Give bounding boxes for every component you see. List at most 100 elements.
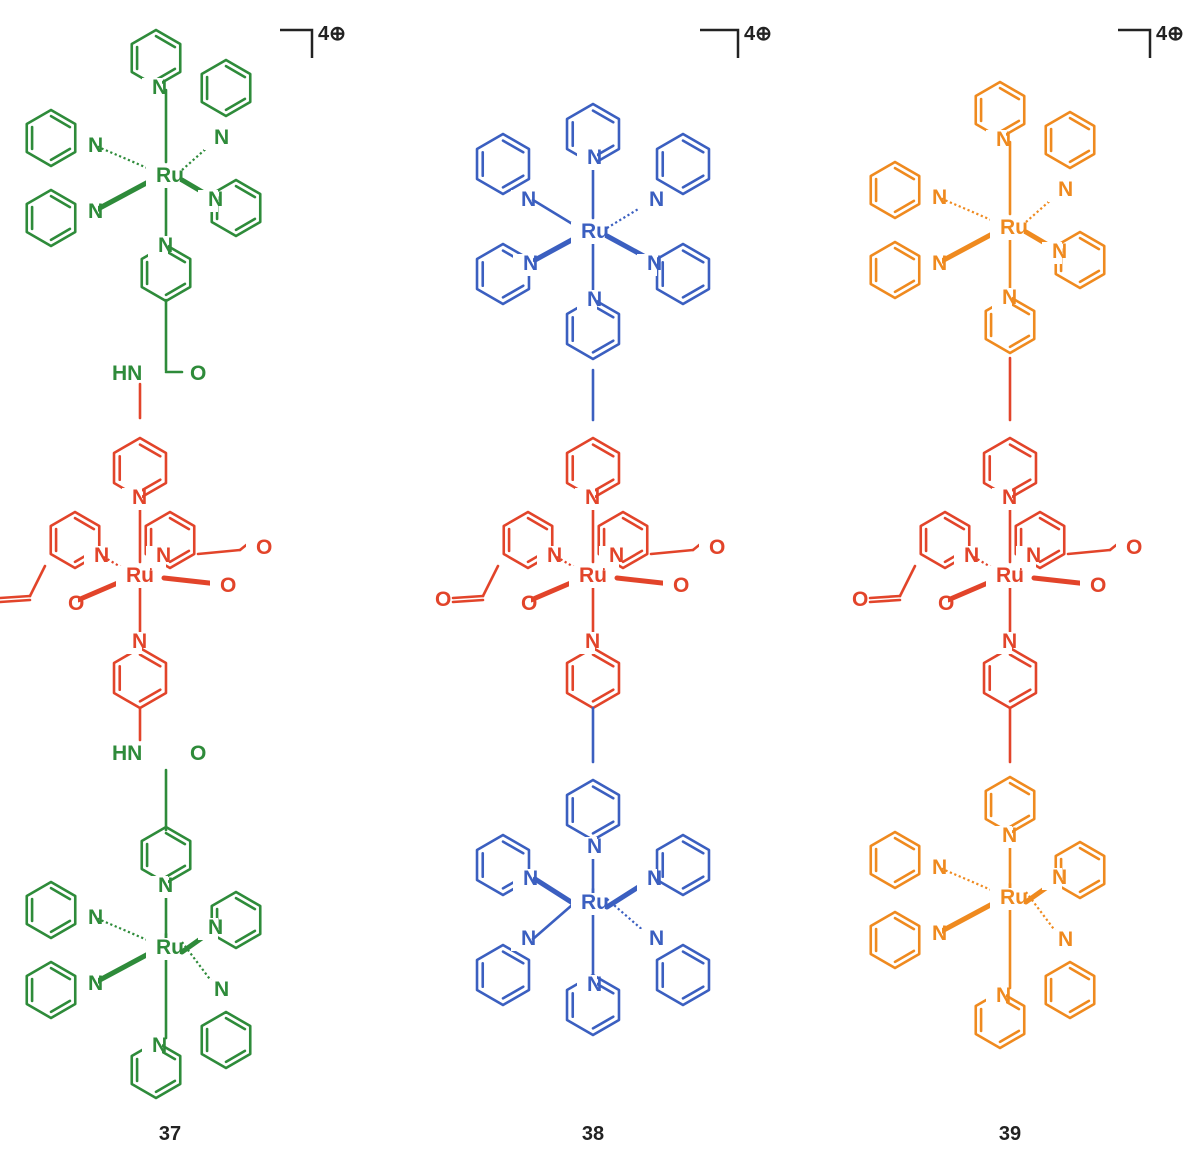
c37-core-o-label-bg	[210, 576, 230, 598]
c37-top-bpy-ring-b-double-bond	[224, 64, 247, 79]
c39-core-py-ring-top-double-bond	[1008, 443, 1032, 458]
c38-core-ru-label-bg	[569, 566, 603, 588]
c39-bottom-n-label: N	[1058, 928, 1073, 951]
c37-top-n-label: N	[214, 126, 229, 149]
c39-core-o-label: O	[852, 588, 868, 611]
c38-bottom-n-label-bg	[637, 869, 657, 891]
c38-bottom-n-label-bg	[639, 929, 659, 951]
c37-top-bpy-ring-c-double-bond	[49, 147, 72, 162]
c38-core-n-label: N	[609, 544, 624, 567]
c37-core-o-label: O	[256, 536, 272, 559]
c37-core-carbonyl-bond-2	[0, 598, 32, 604]
c37-top-n-label-bg	[148, 236, 168, 258]
c37-core-n-label-bg	[122, 632, 142, 654]
c38-top-n-label: N	[587, 288, 602, 311]
c37-core-o-label-bg	[246, 538, 266, 560]
c39-bottom-n-label-bg	[986, 986, 1006, 1008]
c39-top-bpy-ring-b	[1044, 110, 1096, 170]
c38-top-ru-label: Ru	[581, 220, 609, 243]
c39-bottom-bpy-ring-d	[869, 910, 921, 970]
c39-top-bpy-ring-b-double-bond	[1068, 149, 1091, 164]
c39-top-n-label-bg	[986, 130, 1006, 152]
c39-top-bpy-ring-f-double-bond	[1008, 301, 1031, 316]
c37-core-n-label-bg	[146, 546, 166, 568]
c39-bottom-bpy-ring-e-double-bond	[1078, 879, 1101, 894]
c38-core-py-ring-bottom-double-bond	[591, 688, 615, 703]
c37-bottom-bpy-ring-d-double-bond	[49, 966, 72, 981]
charge-bracket-39: 4⊕	[1118, 23, 1184, 58]
c39-core-pdc-ring-right	[1014, 510, 1066, 570]
c39-core-wedge-bond	[945, 579, 993, 603]
c39-top-bpy-ring-c-double-bond	[893, 199, 916, 214]
c37-bottom-bpy-ring-b-double-bond	[224, 1049, 247, 1064]
c38-top-tpy-ring-center-bottom-double-bond	[591, 339, 615, 354]
c38-top-n-label-bg	[577, 290, 597, 312]
c39-top-bpy-ring-e-double-bond	[1078, 236, 1101, 251]
c39-top-hash-bond	[939, 196, 997, 224]
c37-top-bpy-ring-e-double-bond	[234, 184, 257, 199]
c37-o-label-2: O	[190, 742, 206, 765]
c39-core-o-label-bg	[1080, 576, 1100, 598]
c38-core-py-ring-bottom-double-bond	[591, 653, 615, 668]
c39-top-n-label-bg	[922, 254, 942, 276]
c38-bottom-n-label: N	[523, 867, 538, 890]
c37-core-o-label-bg	[58, 594, 78, 616]
c37-bottom-bpy-ring-a-double-bond	[154, 1079, 177, 1094]
c37-core-pdc-ring-right-double-bond	[168, 549, 191, 564]
c38-top-tpy-ring-left-top-double-bond	[501, 139, 525, 154]
c37-core-n-label: N	[94, 544, 109, 567]
c37-top-bpy-ring-e-double-bond	[234, 217, 257, 232]
c39-bottom-bpy-ring-b	[1044, 960, 1096, 1020]
c37-top-bpy-ring-a-double-bond	[154, 34, 177, 49]
c38-top-tpy-ring-right-bottom	[655, 242, 711, 306]
c39-top-wedge-bond	[937, 229, 999, 265]
c39-bottom-n-label-bg	[1042, 868, 1062, 890]
molecule-structures: RuNNNNNNHNORuNNNNOOOOHNORuNNNNNNRuNNNNNN…	[0, 28, 1142, 1100]
c37-core-py-ring-bottom-double-bond	[138, 688, 162, 703]
c38-bottom-tpy-ring-left-top-double-bond	[501, 950, 525, 965]
c39-core-n-label: N	[964, 544, 979, 567]
c38-top-tpy-ring-right-top-double-bond	[681, 139, 705, 154]
c38-top-n-label: N	[521, 188, 536, 211]
c37-core-o-label: O	[220, 574, 236, 597]
c37-top-bpy-ring-b	[200, 58, 252, 118]
c38-bottom-tpy-ring-center-bottom	[565, 778, 621, 842]
c38-bottom-n-label-bg	[577, 975, 597, 997]
c37-top-bpy-ring-f-double-bond	[164, 282, 187, 297]
c38-bottom-tpy-ring-center-bottom-double-bond	[591, 785, 615, 800]
compound-label-37: 37	[159, 1123, 181, 1145]
c38-bottom-tpy-ring-center-top-double-bond	[591, 1015, 615, 1030]
c39-core-n-label-bg	[992, 632, 1012, 654]
c39-bottom-hash-bond	[939, 866, 997, 894]
c37-hn-label-2-bg	[102, 744, 136, 766]
c38-core-carboxyl-bond-2	[649, 548, 695, 556]
c39-top-n-label-bg	[922, 188, 942, 210]
c37-top-bpy-ring-f-double-bond	[164, 249, 187, 264]
charge-bracket-38: 4⊕	[700, 23, 772, 58]
c38-top-tpy-ring-left-top	[475, 132, 531, 196]
c37-o-label: O	[190, 362, 206, 385]
c38-bottom-tpy-ring-left-top	[475, 943, 531, 1007]
c38-top-n-label: N	[649, 188, 664, 211]
c38-top-n-label: N	[587, 146, 602, 169]
c37-bottom-bpy-ring-f-double-bond	[164, 831, 187, 846]
c38-core-carbonyl-bond-2	[451, 598, 485, 604]
c39-bottom-bpy-ring-b-double-bond	[1068, 999, 1091, 1014]
c38-core-wedge-bond-2	[614, 575, 674, 587]
c37-bottom-n-label-bg	[204, 980, 224, 1002]
c39-core-o-label-bg	[842, 590, 862, 612]
c37-top-n-label: N	[152, 76, 167, 99]
c37-core-py-ring-top-double-bond	[138, 478, 162, 493]
c39-top-n-label: N	[932, 186, 947, 209]
c38-core-pdc-ring-left-double-bond	[526, 516, 549, 531]
charge-label-38: 4⊕	[744, 23, 772, 45]
c37-bottom-bpy-ring-b	[200, 1010, 252, 1070]
c37-top-n-label-bg	[78, 136, 98, 158]
c38-bottom-tpy-ring-left-bottom	[475, 833, 531, 897]
c39-bottom-n-label-bg	[992, 826, 1012, 848]
c39-core-n-label: N	[1026, 544, 1041, 567]
c37-hn-label-2: HN	[112, 742, 142, 765]
c37-bottom-n-label: N	[208, 916, 223, 939]
c39-bottom-bpy-ring-b-double-bond	[1068, 966, 1091, 981]
c39-top-n-label-bg	[1048, 180, 1068, 202]
